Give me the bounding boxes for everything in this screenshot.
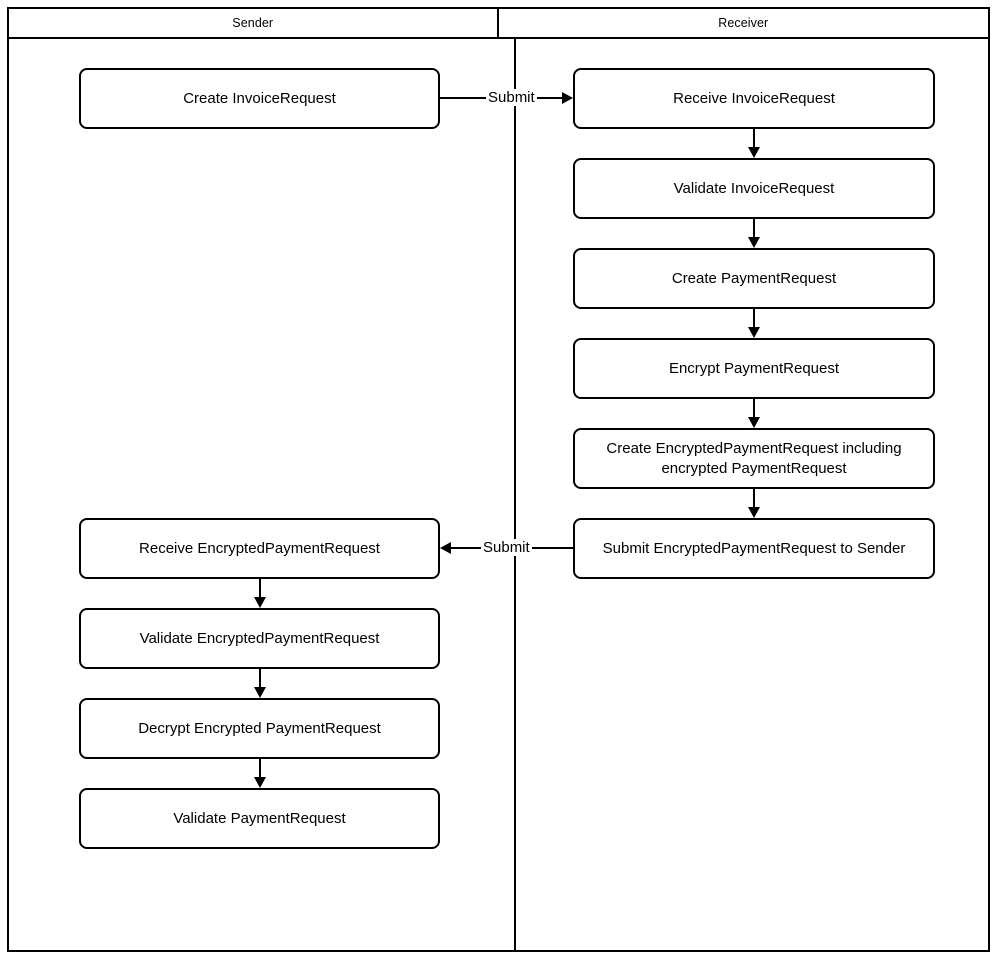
node-submit-encryptedpaymentrequest-to-sender[interactable]: Submit EncryptedPaymentRequest to Sender xyxy=(573,518,935,579)
node-label: Create PaymentRequest xyxy=(671,269,837,287)
edge-label-submit-invoicerequest: Submit xyxy=(486,89,537,106)
node-label: Encrypt PaymentRequest xyxy=(668,359,840,377)
node-label: Validate InvoiceRequest xyxy=(673,179,835,197)
edge-validate-invoicerequest-to-create-paymentrequest-line xyxy=(753,219,755,239)
lane-header-sender[interactable]: Sender xyxy=(9,9,499,37)
edge-validate-invoicerequest-to-create-paymentrequest-arrowhead xyxy=(748,237,760,248)
edge-create-to-encrypt-paymentrequest-arrowhead xyxy=(748,327,760,338)
node-validate-encryptedpaymentrequest[interactable]: Validate EncryptedPaymentRequest xyxy=(79,608,440,669)
swimlane-header-row: Sender Receiver xyxy=(9,9,988,39)
node-label-line2: encrypted PaymentRequest xyxy=(661,459,847,477)
node-encrypt-paymentrequest[interactable]: Encrypt PaymentRequest xyxy=(573,338,935,399)
lane-title-receiver: Receiver xyxy=(718,15,769,30)
node-decrypt-encrypted-paymentrequest[interactable]: Decrypt Encrypted PaymentRequest xyxy=(79,698,440,759)
edge-decrypt-to-validate-paymentrequest-line xyxy=(259,759,261,779)
lane-divider xyxy=(514,39,516,952)
lane-title-sender: Sender xyxy=(232,15,274,30)
edge-submit-encryptedpaymentrequest-arrowhead xyxy=(440,542,451,554)
edge-create-to-submit-encryptedpaymentrequest-line xyxy=(753,489,755,509)
node-label: Submit EncryptedPaymentRequest to Sender xyxy=(602,539,906,557)
node-label: Decrypt Encrypted PaymentRequest xyxy=(138,719,381,737)
edge-validate-to-decrypt-encryptedpaymentrequest-arrowhead xyxy=(254,687,266,698)
edge-encrypt-to-create-encryptedpaymentrequest-line xyxy=(753,399,755,419)
edge-create-to-submit-encryptedpaymentrequest-arrowhead xyxy=(748,507,760,518)
node-label: Validate PaymentRequest xyxy=(173,809,346,827)
edge-receive-to-validate-invoicerequest-arrowhead xyxy=(748,147,760,158)
node-receive-invoicerequest[interactable]: Receive InvoiceRequest xyxy=(573,68,935,129)
node-label: Receive EncryptedPaymentRequest xyxy=(139,539,380,557)
edge-create-to-encrypt-paymentrequest-line xyxy=(753,309,755,329)
node-create-invoicerequest[interactable]: Create InvoiceRequest xyxy=(79,68,440,129)
edge-decrypt-to-validate-paymentrequest-arrowhead xyxy=(254,777,266,788)
node-receive-encryptedpaymentrequest[interactable]: Receive EncryptedPaymentRequest xyxy=(79,518,440,579)
node-label-line1: Create EncryptedPaymentRequest including xyxy=(606,439,902,457)
edge-encrypt-to-create-encryptedpaymentrequest-arrowhead xyxy=(748,417,760,428)
node-create-paymentrequest[interactable]: Create PaymentRequest xyxy=(573,248,935,309)
edge-label-submit-encryptedpaymentrequest: Submit xyxy=(481,539,532,556)
edge-submit-invoicerequest-arrowhead xyxy=(562,92,573,104)
lane-header-receiver[interactable]: Receiver xyxy=(499,9,989,37)
node-label: Create InvoiceRequest xyxy=(183,89,336,107)
edge-validate-to-decrypt-encryptedpaymentrequest-line xyxy=(259,669,261,689)
node-label: Receive InvoiceRequest xyxy=(673,89,835,107)
node-validate-paymentrequest[interactable]: Validate PaymentRequest xyxy=(79,788,440,849)
edge-receive-to-validate-invoicerequest-line xyxy=(753,129,755,149)
edge-receive-to-validate-encryptedpaymentrequest-line xyxy=(259,579,261,599)
node-validate-invoicerequest[interactable]: Validate InvoiceRequest xyxy=(573,158,935,219)
node-create-encryptedpaymentrequest[interactable]: Create EncryptedPaymentRequest including… xyxy=(573,428,935,489)
edge-receive-to-validate-encryptedpaymentrequest-arrowhead xyxy=(254,597,266,608)
node-label: Validate EncryptedPaymentRequest xyxy=(139,629,380,647)
